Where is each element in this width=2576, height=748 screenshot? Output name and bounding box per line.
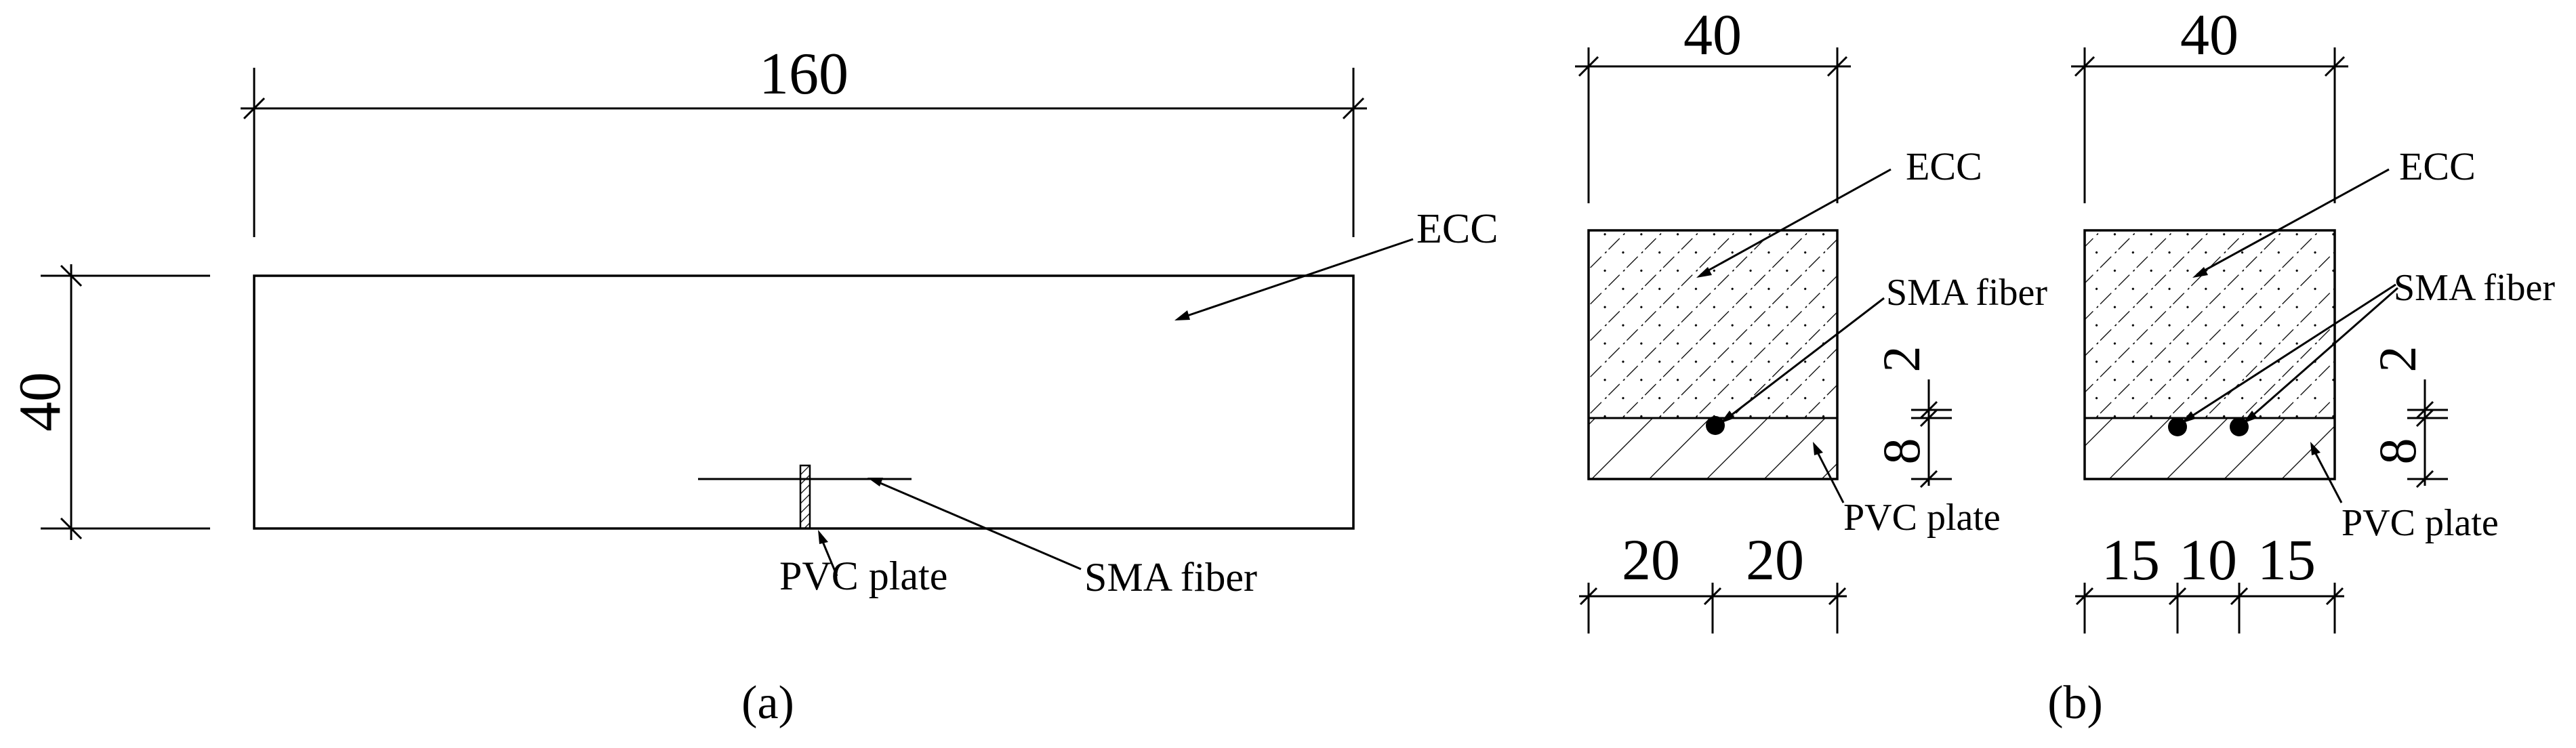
label-ecc-a: ECC	[1416, 206, 1498, 252]
panel-a: 160 40 ECC PVC plate SMA fiber (a)	[7, 41, 1498, 729]
caption-a: (a)	[741, 677, 794, 729]
dim-height-label: 40	[7, 372, 73, 432]
panel-b2: 40 15 10 15 2 8 ECC SMA fiber	[2071, 2, 2555, 633]
b2-pvc-section	[2085, 418, 2335, 479]
dim-length-label: 160	[759, 41, 849, 107]
b1-label-ecc: ECC	[1906, 144, 1982, 188]
label-pvc-a: PVC plate	[779, 554, 947, 598]
b2-dim-left: 15	[2102, 527, 2160, 592]
b2-label-ecc: ECC	[2399, 144, 2476, 188]
pvc-plate	[799, 464, 811, 530]
b1-dim-left: 20	[1622, 527, 1680, 592]
b1-dim-2: 2	[1872, 346, 1931, 373]
b2-dim-2: 2	[2368, 346, 2427, 373]
b2-dim-mid: 10	[2179, 527, 2237, 592]
b2-dim-8: 8	[2368, 438, 2427, 465]
b1-sma-fiber	[1706, 416, 1725, 435]
b1-dim-right: 20	[1746, 527, 1804, 592]
b2-label-sma: SMA fiber	[2394, 267, 2555, 309]
b2-dim-width: 40	[2180, 2, 2238, 67]
b2-dim-right: 15	[2257, 527, 2316, 592]
b1-dim-width: 40	[1683, 2, 1742, 67]
panel-b1: 40 20 20 2 8 ECC SMA fiber PVC plate	[1575, 2, 2047, 633]
b2-label-pvc: PVC plate	[2342, 502, 2499, 544]
label-sma-a: SMA fiber	[1084, 555, 1257, 600]
b1-label-sma: SMA fiber	[1886, 272, 2047, 314]
b1-dim-8: 8	[1872, 438, 1931, 465]
b2-ecc-section	[2085, 230, 2335, 418]
dim-length: 160	[241, 41, 1367, 237]
caption-b: (b)	[2047, 677, 2103, 729]
b1-label-pvc: PVC plate	[1843, 497, 2001, 539]
dim-height: 40	[7, 264, 210, 540]
b1-ecc-section	[1589, 230, 1837, 418]
